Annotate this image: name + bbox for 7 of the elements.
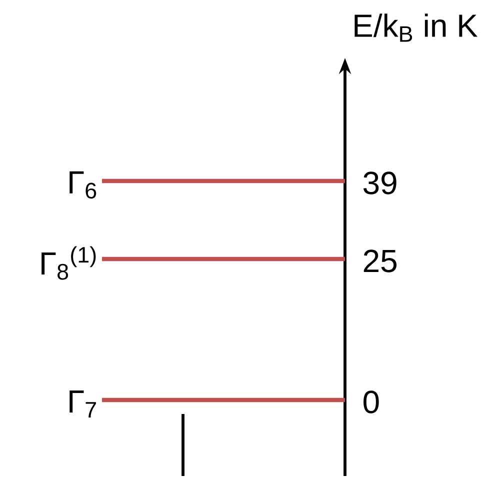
axis-label: E/k$_{B}$ in K: [354, 14, 478, 42]
level-label: Γ$_{7}$: [70, 390, 96, 418]
energy-value: 0: [364, 390, 379, 414]
energy-value: 39: [363, 172, 396, 194]
energy-value: 25: [364, 250, 397, 272]
level-label: Γ$_{6}$: [70, 171, 96, 199]
level-label: Γ$_{8}$(1): [42, 246, 96, 280]
